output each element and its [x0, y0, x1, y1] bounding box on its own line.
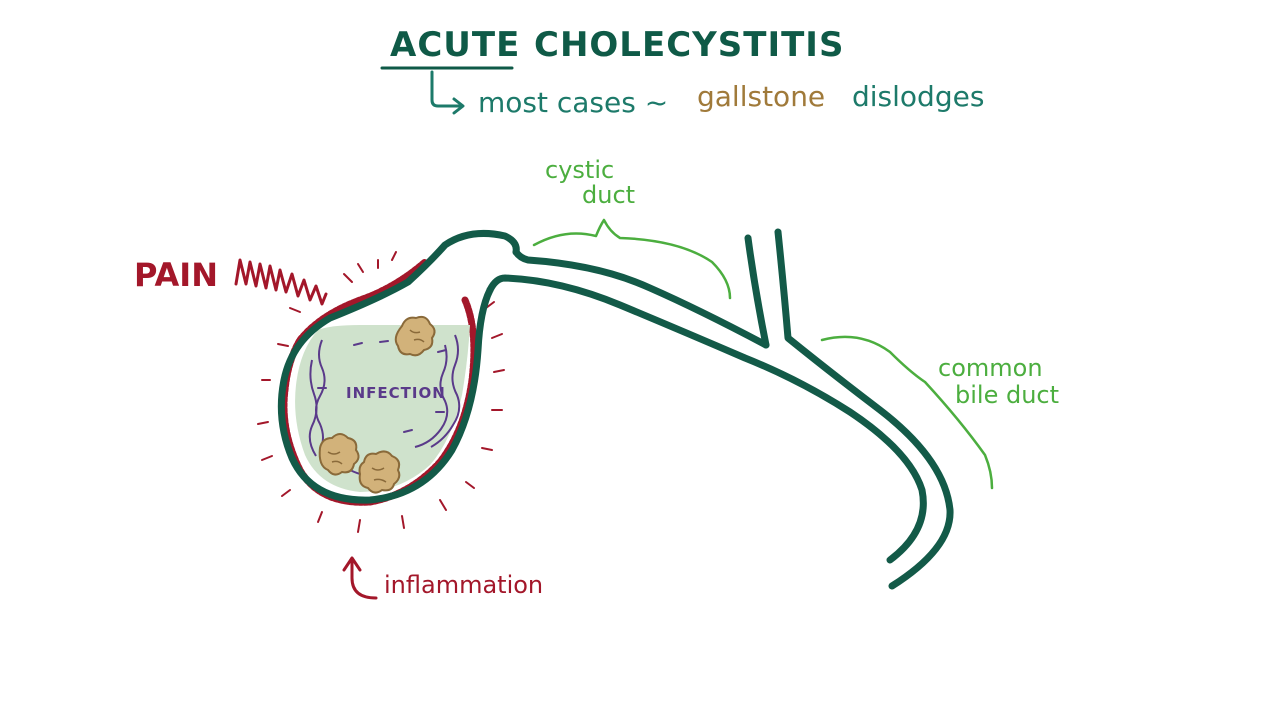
common-bile-duct-label-line2: bile duct: [955, 381, 1059, 409]
inflammation-arrow: [342, 556, 378, 600]
common-bile-duct-label-line1: common: [938, 354, 1043, 382]
infection-dashes: [317, 340, 447, 433]
cystic-duct-bottom: [486, 274, 927, 564]
pain-label: PAIN: [134, 256, 218, 294]
subtitle-group: most cases ~ gallstone dislodges: [430, 70, 984, 119]
hepatic-duct-left: [744, 234, 770, 349]
gallstone: [394, 315, 436, 357]
subtitle-dislodges: dislodges: [852, 80, 984, 113]
title-word-acute: ACUTE: [390, 25, 520, 65]
pain-annotation: PAIN: [134, 256, 328, 306]
title-word-cholecystitis: CHOLECYSTITIS: [534, 25, 844, 65]
cystic-duct-bracket: [532, 218, 732, 300]
gallbladder-wall: [277, 229, 520, 504]
subtitle-arrow: [430, 70, 465, 115]
common-bile-duct-right: [774, 228, 954, 590]
subtitle-most-cases: most cases ~: [478, 86, 668, 119]
cystic-duct-annotation: cystic duct: [532, 156, 732, 300]
common-bile-duct-bracket: [820, 335, 994, 490]
cystic-duct-label-line1: cystic: [545, 156, 614, 184]
common-bile-duct-annotation: common bile duct: [820, 335, 1059, 490]
gallstone: [318, 433, 360, 476]
inflammation-label: inflammation: [384, 571, 543, 599]
cystic-duct-top: [512, 248, 770, 349]
gallstone: [358, 450, 401, 494]
infection-label: INFECTION: [346, 384, 446, 402]
inflammation-annotation: inflammation: [342, 556, 543, 600]
cystic-duct-label-line2: duct: [582, 181, 635, 209]
subtitle-gallstone: gallstone: [697, 80, 825, 113]
title-group: ACUTE CHOLECYSTITIS: [380, 25, 844, 70]
biliary-tree-outline: [277, 228, 954, 590]
pain-zigzag: [234, 258, 328, 306]
